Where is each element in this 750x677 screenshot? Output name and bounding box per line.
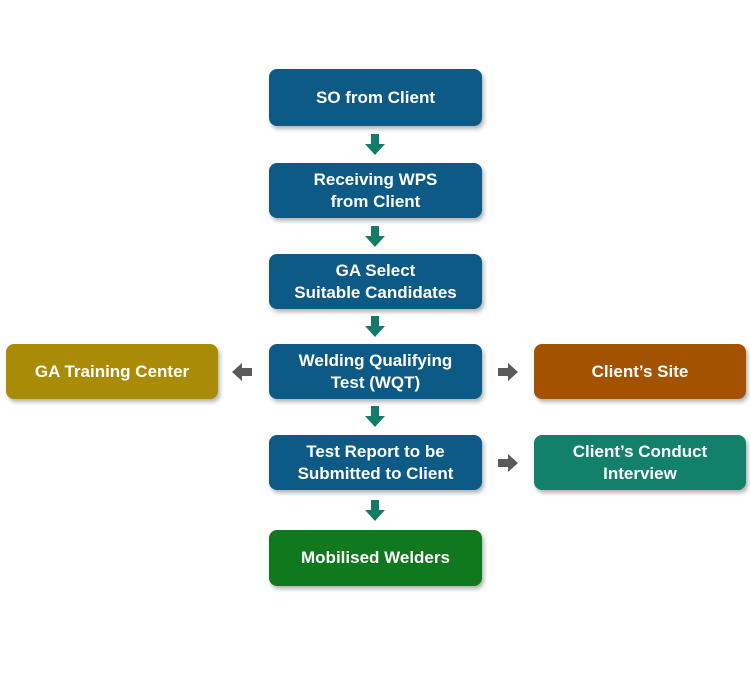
node-test-report: Test Report to be Submitted to Client (269, 435, 482, 490)
node-select-candidates: GA Select Suitable Candidates (269, 254, 482, 309)
node-receiving-wps: Receiving WPS from Client (269, 163, 482, 218)
arrow-left-icon (232, 363, 252, 381)
arrow-down-icon (365, 226, 385, 247)
node-so-from-client: SO from Client (269, 69, 482, 126)
arrow-down-icon (365, 134, 385, 155)
arrow-right-icon (498, 363, 518, 381)
arrow-down-icon (365, 316, 385, 337)
node-ga-training-center: GA Training Center (6, 344, 218, 399)
node-clients-interview: Client’s Conduct Interview (534, 435, 746, 490)
arrow-right-icon (498, 454, 518, 472)
arrow-down-icon (365, 406, 385, 427)
arrow-down-icon (365, 500, 385, 521)
node-mobilised-welders: Mobilised Welders (269, 530, 482, 586)
node-wqt: Welding Qualifying Test (WQT) (269, 344, 482, 399)
node-clients-site: Client’s Site (534, 344, 746, 399)
